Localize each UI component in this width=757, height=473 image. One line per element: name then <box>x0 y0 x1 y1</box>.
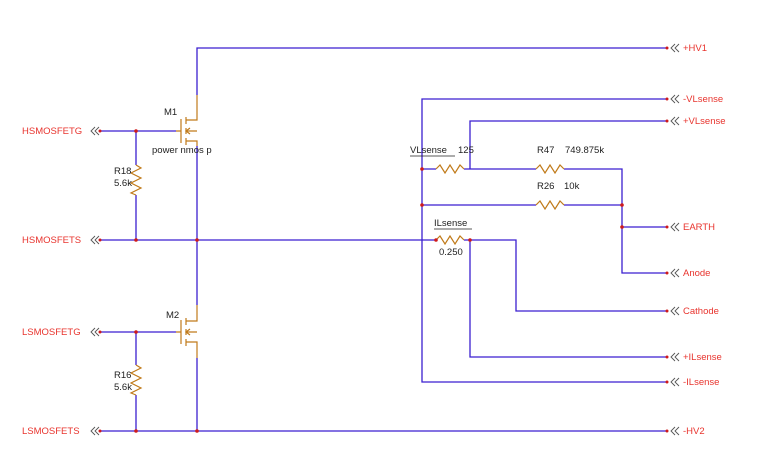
resistor-r18 <box>129 164 143 196</box>
r47-value: 749.875k <box>565 145 604 156</box>
wire-ilsense-pos <box>469 240 667 358</box>
port-arrows <box>90 43 680 436</box>
port-arrow-hv2 <box>670 426 680 436</box>
vlsense-value: 125 <box>458 145 474 156</box>
r18-ref: R18 <box>114 166 131 177</box>
port-arrow-cathode <box>670 306 680 316</box>
port-arrow-ilsense-pos <box>670 352 680 362</box>
r26-ref: R26 <box>537 181 554 192</box>
wire-hv1 <box>196 47 667 95</box>
wire-vlsense-pos <box>469 120 667 169</box>
ilsense-value: 0.250 <box>439 247 463 258</box>
wire-vlsense-res <box>422 168 667 274</box>
port-ilsense-neg: -ILsense <box>683 377 719 388</box>
port-earth: EARTH <box>683 222 715 233</box>
port-lsmosfets: LSMOSFETS <box>22 426 80 437</box>
vlsense-ref: VLsense <box>410 145 447 156</box>
port-arrow-hv1 <box>670 43 680 53</box>
port-hsmosfets: HSMOSFETS <box>22 235 81 246</box>
port-arrow-hsmosfetg <box>90 126 100 136</box>
wire-vlsense-neg <box>421 98 667 383</box>
r47-ref: R47 <box>537 145 554 156</box>
resistor-ilsense <box>435 234 465 246</box>
port-anode: Anode <box>683 268 710 279</box>
mosfet-m1 <box>176 95 198 146</box>
m1-ref: M1 <box>164 107 177 118</box>
resistor-r26 <box>535 199 565 211</box>
port-hv2: -HV2 <box>683 426 705 437</box>
mosfet-m2 <box>176 305 198 358</box>
port-hv1: +HV1 <box>683 43 707 54</box>
port-arrow-lsmosfetg <box>90 327 100 337</box>
port-arrow-anode <box>670 268 680 278</box>
r16-ref: R16 <box>114 370 131 381</box>
r16-value: 5.6k <box>114 382 132 393</box>
port-arrow-vlsense-pos <box>670 116 680 126</box>
port-arrow-earth <box>670 222 680 232</box>
port-arrow-vlsense-neg <box>670 94 680 104</box>
ilsense-ref: ILsense <box>434 218 467 229</box>
port-vlsense-pos: +VLsense <box>683 116 726 127</box>
r18-value: 5.6k <box>114 178 132 189</box>
port-cathode: Cathode <box>683 306 719 317</box>
resistor-r47 <box>535 163 565 175</box>
port-vlsense-neg: -VLsense <box>683 94 723 105</box>
junctions <box>98 46 669 433</box>
m1-value: power nmos p <box>152 145 212 156</box>
resistor-vlsense <box>435 163 465 175</box>
resistor-r16 <box>129 364 143 396</box>
port-arrow-ilsense-neg <box>670 377 680 387</box>
port-hsmosfetg: HSMOSFETG <box>22 126 82 137</box>
r26-value: 10k <box>564 181 580 192</box>
port-lsmosfetg: LSMOSFETG <box>22 327 81 338</box>
port-arrow-lsmosfets <box>90 426 100 436</box>
m2-ref: M2 <box>166 310 179 321</box>
port-arrow-hsmosfets <box>90 235 100 245</box>
port-ilsense-pos: +ILsense <box>683 352 722 363</box>
wire-ilsense <box>464 239 667 312</box>
wires <box>100 47 667 432</box>
